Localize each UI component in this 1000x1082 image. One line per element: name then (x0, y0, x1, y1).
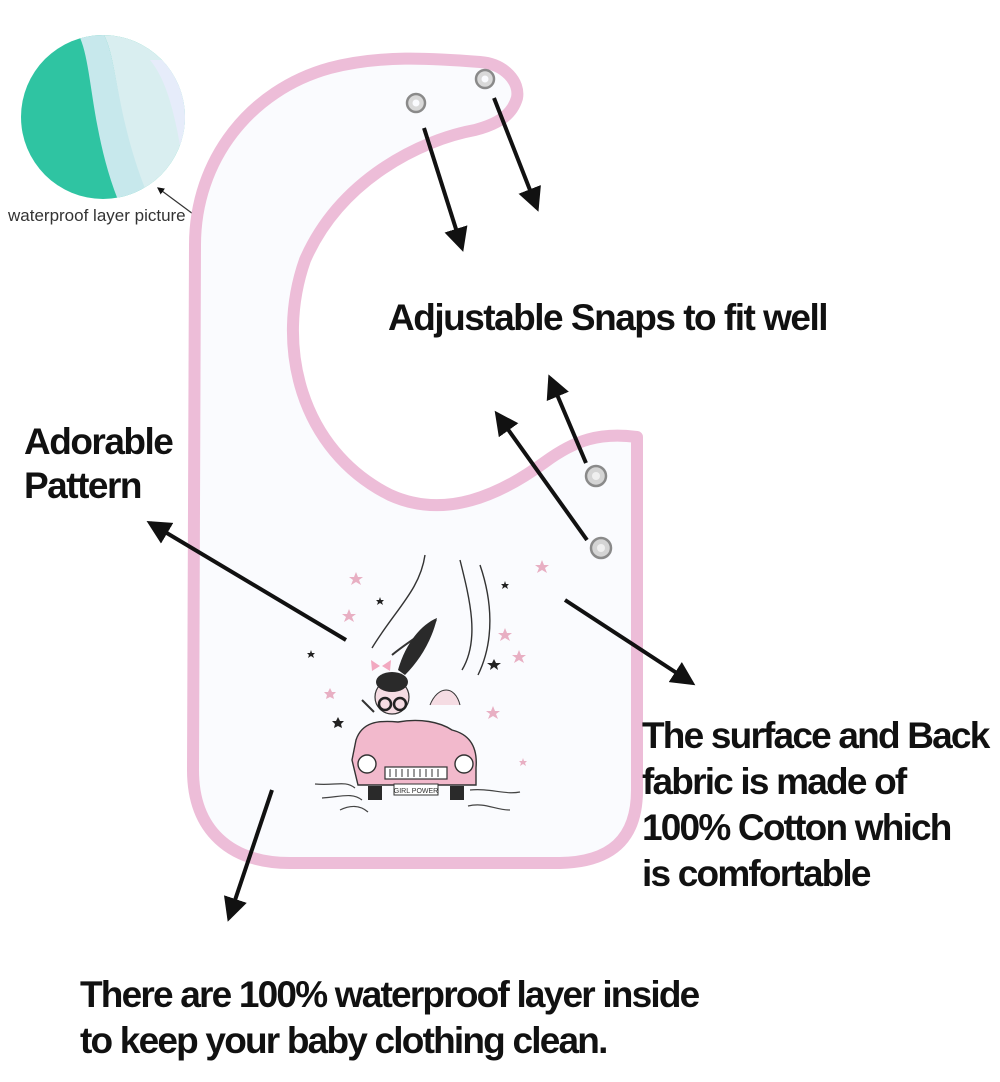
cotton-fabric-line: 100% Cotton which (642, 807, 952, 848)
snap-button-icon (584, 464, 608, 488)
cotton-fabric-line: is comfortable (642, 853, 872, 894)
print-plate-text: GIRL POWER (394, 788, 438, 795)
fabric-swatch-circle-icon (21, 35, 185, 199)
arrow-icon (223, 789, 274, 922)
arrow-icon (546, 374, 588, 464)
waterproof-layer-label: There are 100% waterproof layer inside t… (80, 972, 700, 1064)
arrow-icon (563, 598, 696, 686)
cotton-fabric-line: fabric is made of (642, 761, 907, 802)
arrow-icon (492, 97, 541, 212)
baby-bib-illustration-icon: GIRL POWER (187, 52, 643, 869)
waterproof-layer-line: to keep your baby clothing clean. (80, 1020, 608, 1061)
cotton-fabric-line: The surface and Back (642, 715, 990, 756)
girl-in-car-print-icon: GIRL POWER (307, 554, 549, 813)
arrow-icon (494, 410, 589, 542)
adjustable-snaps-label: Adjustable Snaps to fit well (388, 297, 829, 338)
snap-button-icon (589, 536, 613, 560)
snap-button-icon (474, 68, 496, 90)
adorable-pattern-line: Adorable (24, 421, 174, 462)
callout-arrows (146, 97, 696, 922)
cotton-fabric-label: The surface and Back fabric is made of 1… (642, 713, 990, 897)
arrow-icon (422, 127, 468, 252)
adorable-pattern-label: Adorable Pattern (24, 420, 174, 508)
bib-body (187, 52, 643, 869)
waterproof-layer-line: There are 100% waterproof layer inside (80, 974, 700, 1015)
snap-button-icon (405, 92, 427, 114)
arrow-icon (146, 520, 348, 642)
adorable-pattern-line: Pattern (24, 465, 142, 506)
waterproof-inset-caption: waterproof layer picture (8, 206, 186, 225)
